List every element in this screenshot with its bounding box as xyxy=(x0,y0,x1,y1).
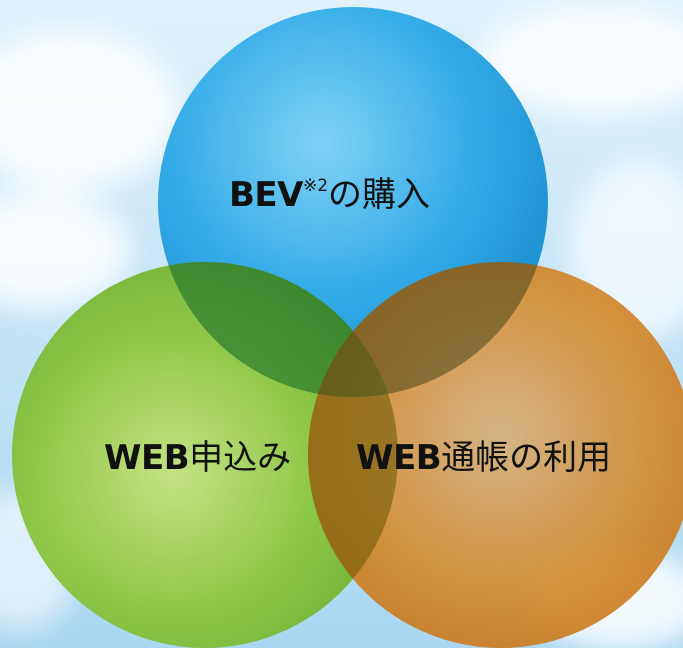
overlap-blue-orange xyxy=(308,262,548,397)
label-bev-purchase-rest: の購入 xyxy=(328,175,431,215)
label-web-passbook-em: WEB xyxy=(356,438,442,478)
overlap-blue-green xyxy=(158,262,398,397)
label-bev-purchase-em: BEV xyxy=(229,175,303,215)
label-bev-purchase-note: ※2 xyxy=(302,176,329,196)
label-bev-purchase: BEV※2の購入 xyxy=(229,175,431,215)
circle-group xyxy=(12,7,683,648)
label-web-passbook-rest: 通帳の利用 xyxy=(441,438,612,478)
label-web-passbook: WEB通帳の利用 xyxy=(356,441,611,475)
label-web-application-rest: 申込み xyxy=(189,438,292,478)
label-web-application: WEB申込み xyxy=(104,441,291,475)
label-web-application-em: WEB xyxy=(104,438,190,478)
